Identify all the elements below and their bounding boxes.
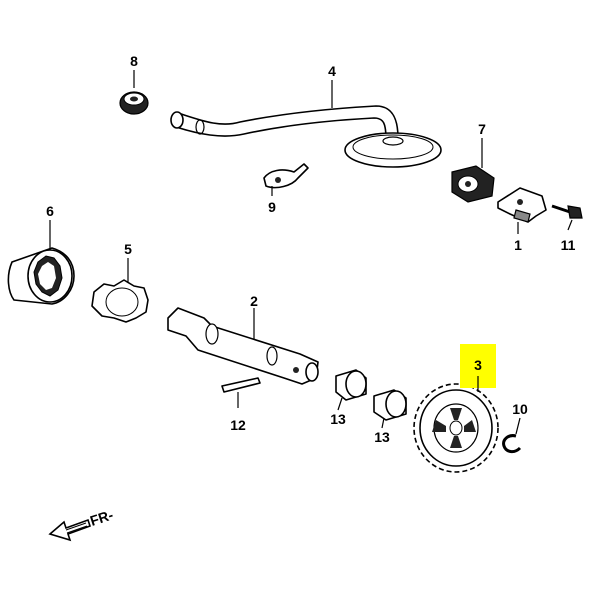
leader-10 bbox=[515, 417, 521, 435]
callout-13b: 13 bbox=[374, 429, 390, 445]
part-11-bolt bbox=[551, 204, 583, 219]
part-6-outer-rotor bbox=[7, 247, 75, 305]
part-5-inner-rotor bbox=[91, 279, 149, 323]
callout-9: 9 bbox=[268, 199, 276, 215]
part-9-clip bbox=[263, 163, 309, 189]
part-2-shaft bbox=[167, 307, 319, 385]
part-12-pin bbox=[221, 377, 261, 393]
callout-5: 5 bbox=[124, 241, 132, 257]
callout-10: 10 bbox=[512, 401, 528, 417]
callout-13a: 13 bbox=[330, 411, 346, 427]
direction-label: FR- bbox=[88, 506, 115, 529]
callout-7: 7 bbox=[478, 121, 486, 137]
callout-12: 12 bbox=[230, 417, 246, 433]
part-13b-roller bbox=[373, 389, 407, 421]
part-13a-roller bbox=[335, 369, 367, 401]
leader-11 bbox=[567, 219, 573, 231]
part-7-grommet bbox=[451, 165, 495, 203]
part-3-sprocket bbox=[413, 383, 499, 473]
callout-8: 8 bbox=[130, 53, 138, 69]
part-1-bracket bbox=[497, 187, 547, 223]
part-8-nut bbox=[119, 91, 149, 115]
callout-2: 2 bbox=[250, 293, 258, 309]
callout-6: 6 bbox=[46, 203, 54, 219]
callout-3: 3 bbox=[474, 357, 482, 373]
callout-1: 1 bbox=[514, 237, 522, 253]
callout-4: 4 bbox=[328, 63, 336, 79]
leader-13a bbox=[337, 397, 343, 411]
front-direction-arrow bbox=[48, 518, 92, 542]
leader-13b bbox=[381, 417, 385, 429]
part-4-oil-strainer bbox=[170, 105, 442, 168]
callout-11: 11 bbox=[561, 237, 576, 253]
part-10-circlip bbox=[502, 434, 522, 454]
